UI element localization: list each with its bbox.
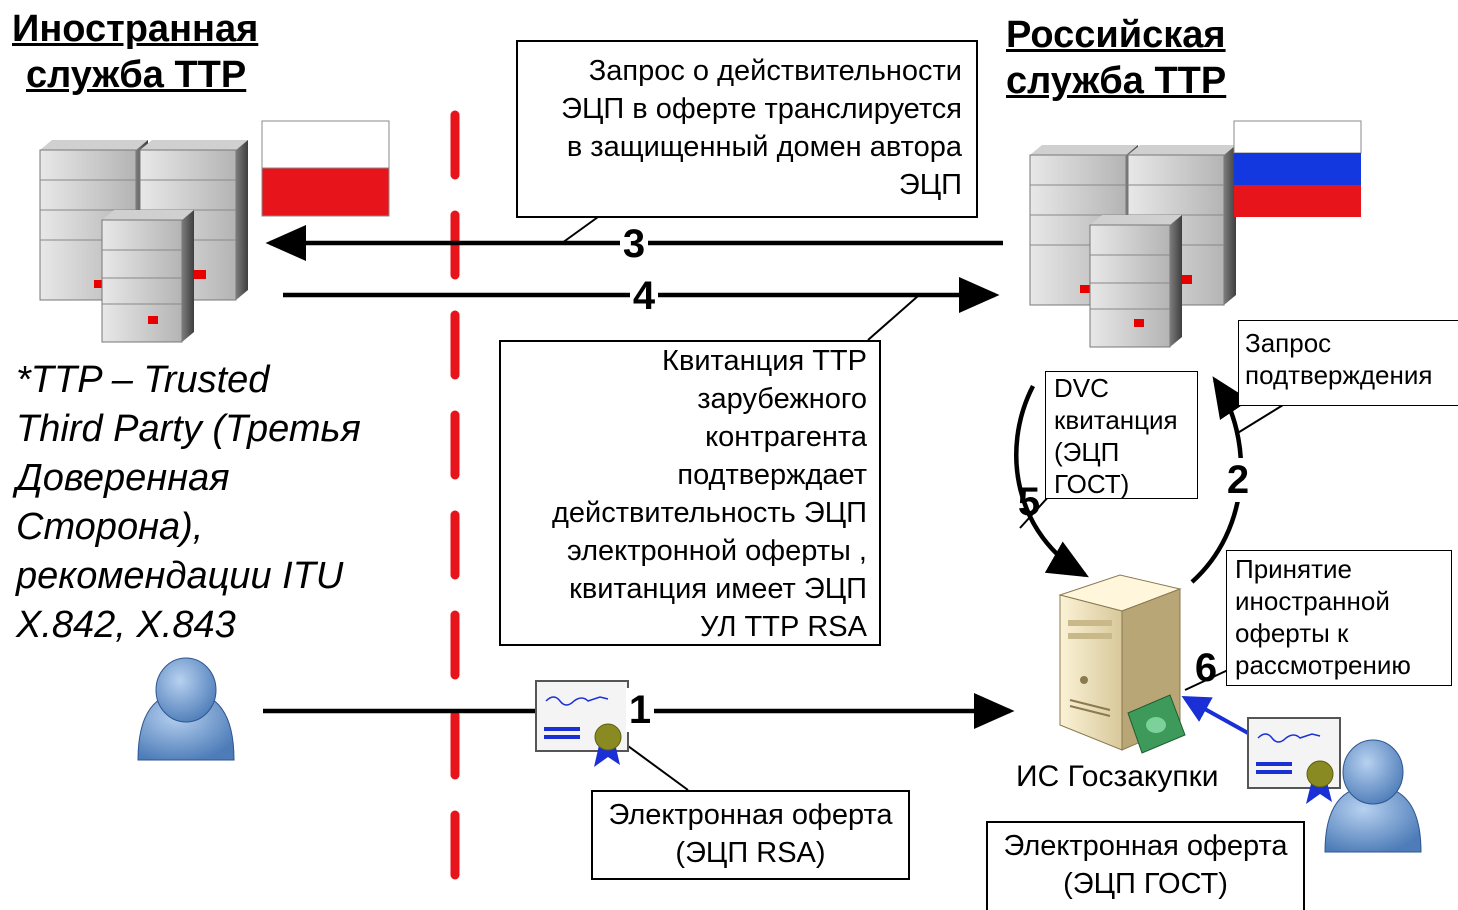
- receipt-line1: Квитанция ТТР: [662, 345, 867, 377]
- dvc-line3: (ЭЦП: [1054, 437, 1120, 467]
- dvc-line1: DVC: [1054, 373, 1109, 403]
- receipt-line7: квитанция имеет ЭЦП: [569, 573, 867, 605]
- foreign-bidder-person-icon: [137, 657, 235, 761]
- step-3-label: 3: [620, 222, 648, 266]
- russia-flag-icon: [1233, 120, 1362, 217]
- accept-line4: рассмотрению: [1235, 650, 1411, 680]
- receipt-line5: действительность ЭЦП: [551, 497, 867, 529]
- offer-gost-certificate-icon: [1247, 717, 1341, 804]
- foreign-server-icon: [39, 140, 248, 343]
- footnote-line6: X.842, X.843: [16, 604, 236, 646]
- leader-line-dvc: [1019, 494, 1051, 529]
- offer-gost-callout: Электронная оферта (ЭЦП ГОСТ): [986, 821, 1305, 910]
- step-6-label: 6: [1194, 646, 1218, 690]
- offer-rsa-callout: Электронная оферта (ЭЦП RSA): [591, 790, 910, 880]
- footnote-line3: Доверенная: [16, 457, 230, 499]
- receipt-line6: электронной оферты ,: [566, 535, 867, 567]
- receipt-line3: контрагента: [705, 421, 867, 453]
- step-1-label: 1: [626, 688, 654, 732]
- offer-rsa-certificate-icon: [535, 680, 629, 767]
- confirm-request-line2: подтверждения: [1245, 360, 1433, 390]
- offer-rsa-line1: Электронная оферта: [608, 799, 893, 831]
- offer-gost-line1: Электронная оферта: [1003, 830, 1288, 862]
- receipt-callout: Квитанция ТТР зарубежного контрагента по…: [499, 340, 881, 646]
- offer-rsa-line2: (ЭЦП RSA): [675, 837, 826, 869]
- footnote-line5: рекомендации ITU: [16, 555, 344, 597]
- leader-line-accept: [1184, 669, 1229, 691]
- request-relay-line4: ЭЦП: [898, 169, 962, 201]
- poland-flag-icon: [261, 120, 390, 217]
- request-relay-line3: в защищенный домен автора: [566, 131, 962, 163]
- ttp-footnote: *TTP – Trusted Third Party (Третья Довер…: [16, 356, 361, 650]
- foreign-ttp-title-line2: служба ТТР: [26, 54, 247, 96]
- russian-ttp-title-line1: Российская: [1006, 14, 1226, 56]
- arrow-step-6: [1181, 696, 1249, 735]
- arrow-step-5: [1014, 384, 1089, 578]
- request-relay-line2: ЭЦП в оферте транслируется: [561, 93, 962, 125]
- foreign-ttp-title: Иностранная служба ТТР: [12, 6, 258, 98]
- accept-line1: Принятие: [1235, 554, 1352, 584]
- confirm-request-line1: Запрос: [1245, 328, 1332, 358]
- leader-line-receipt: [867, 295, 919, 341]
- russian-ttp-title-line2: служба ТТР: [1006, 60, 1227, 102]
- foreign-ttp-title-line1: Иностранная: [12, 8, 259, 50]
- russian-user-person-icon: [1324, 739, 1422, 853]
- procurement-system-computer-icon: [1058, 574, 1186, 754]
- russian-ttp-title: Российская служба ТТР: [1006, 12, 1226, 104]
- russian-server-icon: [1029, 145, 1236, 348]
- accept-line3: оферты к: [1235, 618, 1349, 648]
- footnote-line1: *TTP – Trusted: [16, 359, 270, 401]
- request-relay-callout: Запрос о действительности ЭЦП в оферте т…: [516, 40, 978, 218]
- dvc-line4: ГОСТ): [1054, 469, 1130, 499]
- accept-offer-callout: Принятие иностранной оферты к рассмотрен…: [1226, 550, 1452, 686]
- step-2-label: 2: [1224, 458, 1252, 502]
- step-5-label: 5: [1017, 480, 1041, 524]
- leader-line-confirm: [1235, 404, 1284, 435]
- offer-gost-line2: (ЭЦП ГОСТ): [1063, 868, 1228, 900]
- receipt-line8: УЛ ТТР RSA: [699, 611, 867, 643]
- receipt-line4: подтверждает: [677, 459, 867, 491]
- footnote-line2: Third Party (Третья: [16, 408, 361, 450]
- procurement-system-label: ИС Госзакупки: [1016, 760, 1219, 793]
- leader-line-request: [561, 216, 599, 244]
- confirm-request-callout: Запрос подтверждения: [1238, 320, 1458, 406]
- footnote-line4: Сторона),: [16, 506, 204, 548]
- request-relay-line1: Запрос о действительности: [588, 55, 962, 87]
- accept-line2: иностранной: [1235, 586, 1390, 616]
- dvc-line2: квитанция: [1054, 405, 1178, 435]
- leader-line-offer-rsa: [627, 745, 689, 791]
- dvc-receipt-callout: DVC квитанция (ЭЦП ГОСТ): [1045, 371, 1198, 499]
- receipt-line2: зарубежного: [697, 383, 867, 415]
- step-4-label: 4: [630, 274, 658, 318]
